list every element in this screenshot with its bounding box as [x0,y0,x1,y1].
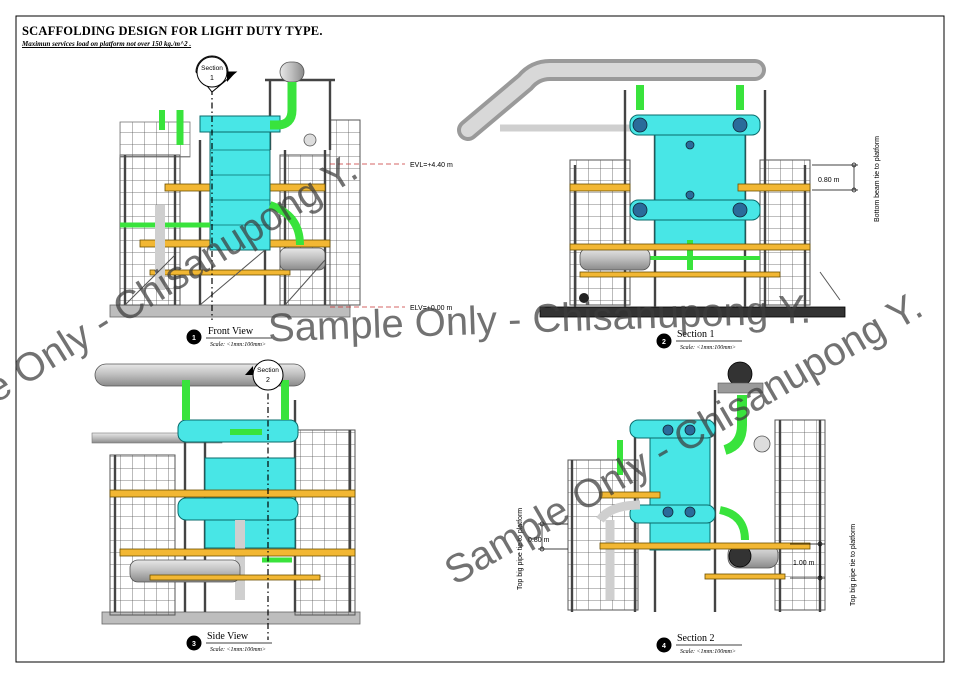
elevation-top-label: EVL=+4.40 m [410,162,453,169]
dimension-section-2-right: 1.00 m [793,560,815,567]
view-title-1: Front View [208,326,254,337]
view-title-4: Section 2 [677,633,715,644]
view-number-3: 3 [192,641,196,648]
view-scale-3: Scale: <1mm:100mm> [210,647,266,653]
dimension-section-2-left: 0.80 m [528,537,550,544]
view-number-4: 4 [662,643,666,650]
section-marker-2: Section 2 [245,359,284,391]
section-marker-1: Section 1 [195,55,238,93]
sheet-subtitle: Maximun services load on platform not ov… [22,40,192,48]
platform-boards-section-1 [569,183,811,278]
view-label-1: 1 Front View Scale: <1mm:100mm> [186,326,272,348]
note-top-pipe-right: Top big pipe tie to platform [850,524,857,606]
platform-boards-side-view [109,489,356,581]
vessel-body-section-1 [654,119,746,246]
elevation-bottom-label: ELV=+0.00 m [410,305,452,312]
view-number-2: 2 [662,339,666,346]
view-number-1: 1 [192,335,196,342]
platform-boards-section-2 [599,491,811,580]
note-bottom-beam: Bottom beam tie to platform [874,136,881,222]
view-scale-4: Scale: <1mm:100mm> [680,649,736,655]
dark-base-slab [539,306,846,318]
dimension-section-1: 0.80 m [818,177,840,184]
section-2-drawing [538,361,826,612]
view-title-3: Side View [207,631,249,642]
sheet-border [15,15,945,663]
vessel-body-section-2 [649,419,711,551]
vessel-body [209,119,271,251]
view-label-4: 4 Section 2 Scale: <1mm:100mm> [656,633,742,655]
section-marker-1-number: 1 [210,75,214,82]
section-marker-1-title: Section [201,65,223,72]
sheet-title: SCAFFOLDING DESIGN FOR LIGHT DUTY TYPE. [22,24,323,38]
section-marker-2-title: Section [257,367,279,374]
view-scale-2: Scale: <1mm:100mm> [680,345,736,351]
view-scale-1: Scale: <1mm:100mm> [210,342,266,348]
section-marker-2-number: 2 [266,377,270,384]
view-label-2: 2 Section 1 Scale: <1mm:100mm> [656,329,742,351]
view-label-3: 3 Side View Scale: <1mm:100mm> [186,631,272,653]
view-title-2: Section 1 [677,329,715,340]
base-slab [109,304,351,318]
side-view-drawing [91,363,361,640]
note-top-pipe-left: Top big pipe tie to platform [517,508,524,590]
section-1-drawing [457,59,858,318]
front-view-drawing [109,61,405,320]
